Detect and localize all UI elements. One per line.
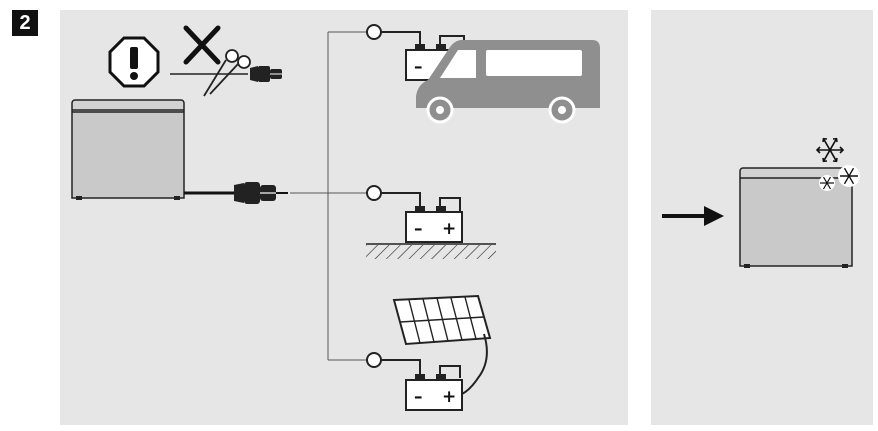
step-badge: 2 (12, 10, 38, 36)
van-icon (416, 40, 600, 124)
snowflake-icon (819, 175, 835, 191)
battery-minus-label: – (414, 57, 423, 77)
battery-solar: – + (366, 352, 463, 411)
battery-ground: – + (366, 185, 463, 243)
snowflake-icon (838, 165, 860, 187)
snowflake-icon (815, 137, 845, 163)
no-cutting-scissors-icon (170, 25, 251, 97)
battery-plus-label: + (442, 387, 456, 407)
battery-minus-label: – (414, 219, 423, 239)
connection-tree (290, 31, 366, 361)
car-plug-icon (234, 182, 288, 204)
coolbox-right (739, 167, 853, 268)
ground-hatch-icon (366, 243, 496, 259)
car-plug-icon-small (250, 66, 282, 82)
step-chevron (628, 190, 651, 240)
solar-panel-icon (392, 294, 492, 395)
battery-minus-label: – (414, 387, 423, 407)
coolbox-left (71, 99, 185, 200)
battery-plus-label: + (442, 219, 456, 239)
arrow-right-icon (662, 206, 724, 226)
warning-octagon-icon (108, 36, 160, 88)
